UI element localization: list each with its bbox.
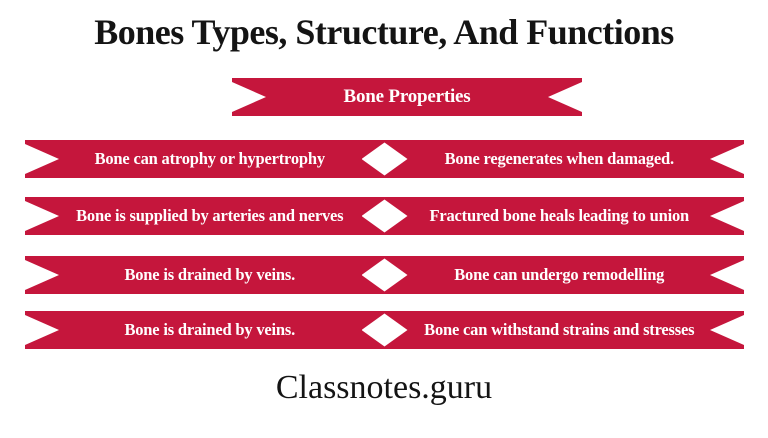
ribbon-left-segment: Bone is drained by veins. [25, 256, 385, 294]
property-label: Bone is supplied by arteries and nerves [76, 206, 344, 225]
property-label: Bone is drained by veins. [124, 265, 296, 284]
property-label: Fractured bone heals leading to union [429, 206, 690, 225]
property-label: Bone regenerates when damaged. [444, 149, 674, 168]
property-label: Bone can atrophy or hypertrophy [94, 149, 326, 168]
ribbon-left-segment: Bone is supplied by arteries and nerves [25, 197, 385, 235]
ribbon-right-segment: Fractured bone heals leading to union [385, 197, 745, 235]
ribbon-right-segment: Bone regenerates when damaged. [385, 140, 745, 178]
property-label: Bone is drained by veins. [124, 320, 296, 339]
property-ribbon-row-3: Bone is drained by veins. Bone can under… [25, 256, 744, 294]
ribbon-notch-left-icon [232, 82, 266, 112]
page-title: Bones Types, Structure, And Functions [94, 12, 674, 52]
ribbon-left-segment: Bone is drained by veins. [25, 311, 385, 349]
property-ribbon-row-2: Bone is supplied by arteries and nerves … [25, 197, 744, 235]
ribbon-right-segment: Bone can withstand strains and stresses [385, 311, 745, 349]
property-ribbon-row-1: Bone can atrophy or hypertrophy Bone reg… [25, 140, 744, 178]
banner-label: Bone Properties [343, 86, 471, 107]
property-label: Bone can withstand strains and stresses [424, 320, 695, 339]
ribbon-notch-right-icon [548, 82, 582, 112]
banner-bone-properties: Bone Properties [232, 78, 582, 116]
ribbon-left-segment: Bone can atrophy or hypertrophy [25, 140, 385, 178]
footer-brand: Classnotes.guru [275, 369, 493, 406]
property-label: Bone can undergo remodelling [454, 265, 665, 284]
property-ribbon-row-4: Bone is drained by veins. Bone can withs… [25, 311, 744, 349]
ribbon-right-segment: Bone can undergo remodelling [385, 256, 745, 294]
